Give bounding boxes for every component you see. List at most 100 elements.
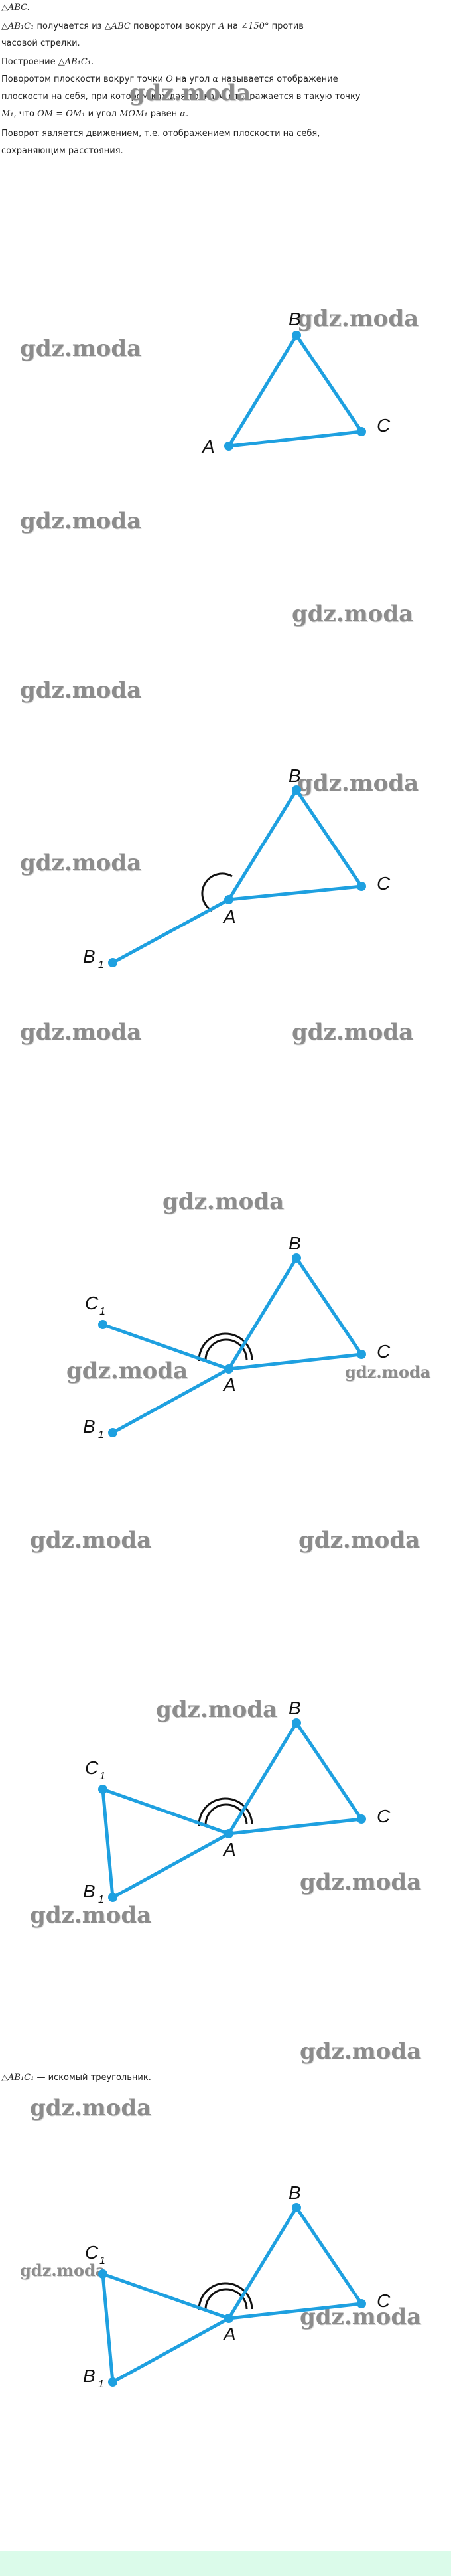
label-b1: B xyxy=(83,2366,96,2386)
watermark: gdz.moda xyxy=(30,2095,152,2121)
angle-arc-2 xyxy=(204,1338,248,1362)
label-b1-subscript: 1 xyxy=(98,2379,104,2390)
watermark: gdz.moda xyxy=(20,508,142,534)
point-a xyxy=(224,1364,233,1374)
point-b xyxy=(292,2203,301,2212)
angle-arc xyxy=(201,872,233,912)
point-a xyxy=(224,442,233,451)
watermark: gdz.moda xyxy=(20,1019,142,1046)
label-c1: C xyxy=(85,2242,99,2263)
intro-text: △ABC. △AB₁C₁ получается из △ABC поворото… xyxy=(1,1,446,158)
bottom-bar xyxy=(0,2551,451,2576)
label-b1: B xyxy=(83,946,96,967)
given-triangle: △ABC. xyxy=(1,3,30,13)
watermark: gdz.moda xyxy=(129,80,251,106)
side-bc xyxy=(294,1721,363,1821)
watermark: gdz.moda xyxy=(300,1869,422,1895)
motion-note-2: сохраняющим расстояния. xyxy=(1,146,123,156)
point-a xyxy=(224,2314,233,2323)
label-b1-subscript: 1 xyxy=(98,959,104,971)
watermark: gdz.moda xyxy=(20,850,142,876)
label-c: C xyxy=(377,873,391,894)
side-ab xyxy=(227,1256,298,1371)
label-b1-subscript: 1 xyxy=(98,1429,104,1441)
conclusion-text: △AB₁C₁ — искомый треугольник. xyxy=(1,2073,151,2083)
label-c1: C xyxy=(85,1293,99,1313)
segment-b1c1 xyxy=(101,2272,115,2384)
label-b: B xyxy=(289,765,301,786)
side-bc xyxy=(294,333,363,434)
point-c1 xyxy=(98,2269,107,2279)
label-c: C xyxy=(377,2291,391,2311)
angle-arc-2 xyxy=(204,1803,248,1826)
point-b1 xyxy=(108,1893,117,1902)
label-b1-subscript: 1 xyxy=(98,1894,104,1905)
watermark: gdz.moda xyxy=(300,2038,422,2065)
side-ab xyxy=(227,788,298,902)
figure-triangle-ab1c1: A B C B 1 C 1 xyxy=(83,1698,391,1905)
watermark: gdz.moda xyxy=(20,2261,106,2280)
figure-rotation-c: A B C B 1 C 1 xyxy=(83,1233,391,1441)
point-c xyxy=(357,2299,366,2308)
point-c xyxy=(357,1814,366,1824)
watermark: gdz.moda xyxy=(30,1902,152,1929)
label-a: A xyxy=(222,906,236,927)
side-bc xyxy=(294,788,363,888)
side-ac xyxy=(227,2302,363,2320)
point-c xyxy=(357,882,366,891)
point-c xyxy=(357,1350,366,1359)
definition-line-3: M₁, что OM = OM₁ и угол MOM₁ равен α. xyxy=(1,109,189,119)
side-bc xyxy=(294,1256,363,1356)
side-ac xyxy=(227,1352,363,1371)
watermark: gdz.moda xyxy=(156,1696,278,1723)
label-c: C xyxy=(377,415,391,436)
task-statement-cont: часовой стрелки. xyxy=(1,39,80,48)
label-b: B xyxy=(289,1233,301,1253)
segment-ac1 xyxy=(101,1323,231,1371)
label-a: A xyxy=(222,1839,236,1860)
point-b1 xyxy=(108,1428,117,1437)
label-c1: C xyxy=(85,1757,99,1778)
side-ac xyxy=(227,884,363,902)
watermark: gdz.moda xyxy=(297,770,419,797)
angle-arc-1 xyxy=(198,2282,253,2311)
label-a: A xyxy=(222,1374,236,1395)
segment-ab1 xyxy=(111,2316,231,2384)
point-b1 xyxy=(108,2377,117,2387)
figure-rotation-b: A B C B 1 xyxy=(83,765,391,971)
side-ab xyxy=(227,1721,298,1836)
figure-triangle-abc: A B C xyxy=(201,309,391,457)
segment-ab1 xyxy=(111,1832,231,1899)
label-c1-subscript: 1 xyxy=(99,1771,105,1782)
point-c1 xyxy=(98,1785,107,1794)
point-b xyxy=(292,1253,301,1263)
watermark: gdz.moda xyxy=(20,335,142,362)
point-b xyxy=(292,1718,301,1728)
point-c xyxy=(357,427,366,436)
label-b1: B xyxy=(83,1416,96,1437)
label-c1-subscript: 1 xyxy=(99,1306,105,1317)
watermark: gdz.moda xyxy=(292,1019,414,1046)
watermark: gdz.moda xyxy=(345,1362,431,1382)
segment-ab1 xyxy=(111,1367,231,1435)
motion-note-1: Поворот является движением, т.е. отображ… xyxy=(1,129,320,139)
label-c: C xyxy=(377,1341,391,1362)
construction-heading: Построение △AB₁C₁. xyxy=(1,57,94,67)
segment-b1c1 xyxy=(101,1787,115,1899)
definition-line-1: Поворотом плоскости вокруг точки O на уг… xyxy=(1,74,338,84)
watermark: gdz.moda xyxy=(162,1188,285,1215)
point-c1 xyxy=(98,1320,107,1329)
point-a xyxy=(224,895,233,904)
label-a: A xyxy=(201,436,215,457)
watermark: gdz.moda xyxy=(292,601,414,627)
side-ab xyxy=(227,333,298,448)
watermark: gdz.moda xyxy=(66,1358,188,1384)
task-statement: △AB₁C₁ получается из △ABC поворотом вокр… xyxy=(1,21,304,31)
point-b xyxy=(292,785,301,795)
label-b: B xyxy=(289,2182,301,2203)
figure-result: A B C B 1 C 1 xyxy=(83,2182,391,2390)
point-b xyxy=(292,331,301,340)
watermark: gdz.moda xyxy=(297,305,419,332)
point-a xyxy=(224,1829,233,1838)
watermark: gdz.moda xyxy=(298,1527,420,1554)
